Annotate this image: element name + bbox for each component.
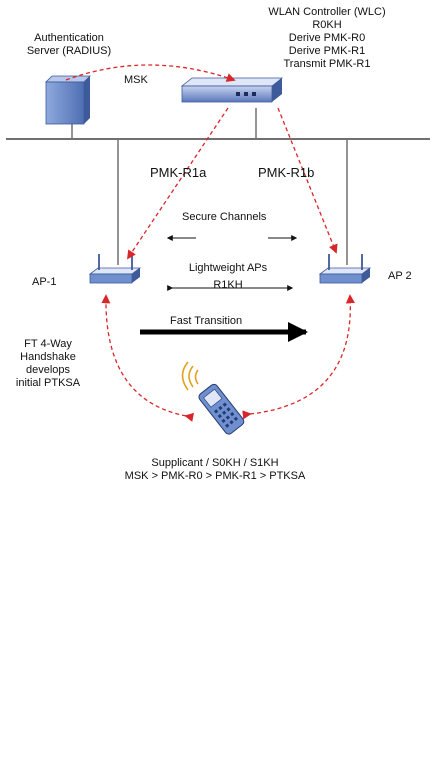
ft-handshake-label: FT 4-Way Handshake develops initial PTKS… — [6, 338, 90, 390]
lightweight-aps-label: Lightweight APs R1KH — [163, 262, 293, 292]
msk-arrow — [65, 64, 236, 82]
ft-line-3: develops — [25, 364, 71, 376]
wlc-line-1: WLAN Controller (WLC) — [268, 6, 386, 18]
pmk-r1a-arrow — [126, 107, 229, 260]
fast-transition-label: Fast Transition — [170, 315, 243, 327]
ft-handshake-arrow-ap2 — [242, 294, 355, 420]
wlc-line-3: Derive PMK-R0 — [288, 32, 366, 44]
lightweight-line-2: R1KH — [213, 279, 243, 291]
ap-1-icon — [88, 254, 142, 284]
ap-1-label: AP-1 — [32, 276, 57, 288]
ap-2-icon — [318, 254, 372, 284]
ft-line-4: initial PTKSA — [15, 377, 81, 389]
pmk-r1a-label: PMK-R1a — [150, 165, 207, 180]
supplicant-line-2: MSK > PMK-R0 > PMK-R1 > PTKSA — [124, 470, 306, 482]
secure-channels-label: Secure Channels — [182, 211, 267, 223]
radius-server-icon — [45, 75, 91, 125]
wlc-label: WLAN Controller (WLC) R0KH Derive PMK-R0… — [232, 6, 422, 71]
supplicant-label: Supplicant / S0KH / S1KH MSK > PMK-R0 > … — [60, 457, 370, 483]
pmk-r1b-arrow — [277, 107, 338, 254]
network-backbone — [6, 108, 430, 265]
wlc-line-2: R0KH — [312, 19, 342, 31]
ft-line-2: Handshake — [20, 351, 76, 363]
ap-2-label: AP 2 — [388, 270, 412, 282]
mobile-phone-icon — [181, 361, 245, 435]
wlc-controller-icon — [180, 77, 284, 103]
msk-label: MSK — [124, 74, 148, 86]
pmk-r1b-label: PMK-R1b — [258, 165, 315, 180]
supplicant-line-1: Supplicant / S0KH / S1KH — [151, 457, 279, 469]
radius-line-2: Server (RADIUS) — [26, 45, 112, 57]
ft-handshake-arrow-ap1 — [101, 294, 195, 422]
wlc-line-4: Derive PMK-R1 — [288, 45, 366, 57]
wlc-line-5: Transmit PMK-R1 — [283, 58, 371, 70]
radius-label: Authentication Server (RADIUS) — [6, 32, 132, 58]
ft-line-1: FT 4-Way — [24, 338, 72, 350]
lightweight-line-1: Lightweight APs — [188, 262, 268, 274]
radius-line-1: Authentication — [34, 32, 104, 44]
